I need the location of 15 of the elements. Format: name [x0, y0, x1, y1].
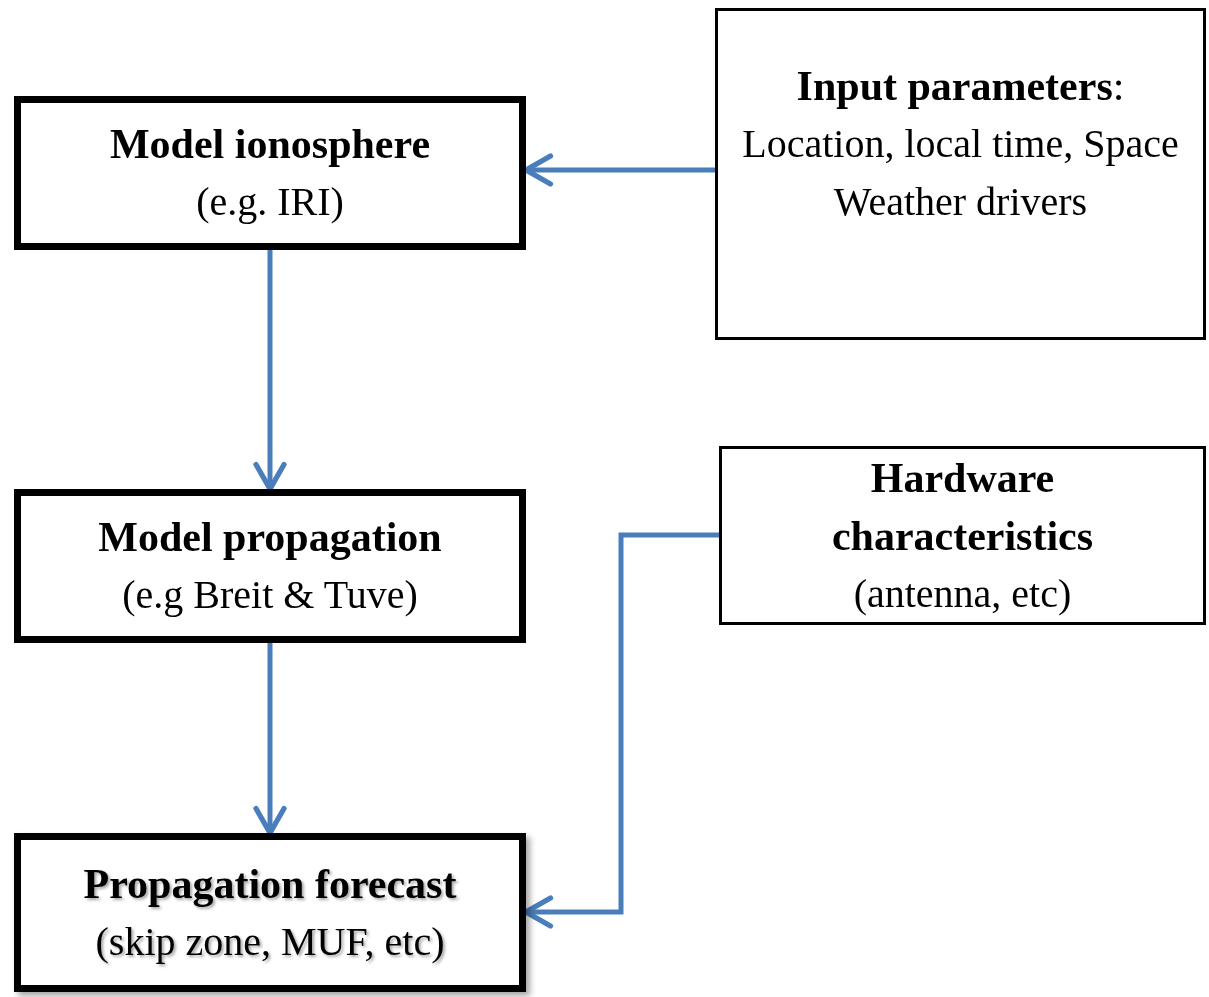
box-description: (antenna, etc) — [853, 569, 1072, 618]
box-heading: Model propagation — [98, 513, 442, 562]
box-description: Location, local time, Space Weather drivers — [741, 120, 1180, 226]
process-box — [14, 96, 526, 250]
process-box — [14, 833, 526, 992]
box-heading: Propagation forecast — [83, 859, 457, 909]
box-description: (skip zone, MUF, etc) — [95, 917, 445, 966]
box-heading: Hardware characteristics — [830, 453, 1095, 561]
process-box — [715, 8, 1206, 340]
box-description: (e.g. IRI) — [196, 178, 344, 226]
box-description: (e.g Breit & Tuve) — [122, 571, 418, 619]
process-box — [719, 446, 1206, 625]
box-heading: Input parameters: — [796, 62, 1125, 111]
box-heading: Model ionosphere — [109, 120, 431, 169]
process-box — [14, 489, 526, 643]
